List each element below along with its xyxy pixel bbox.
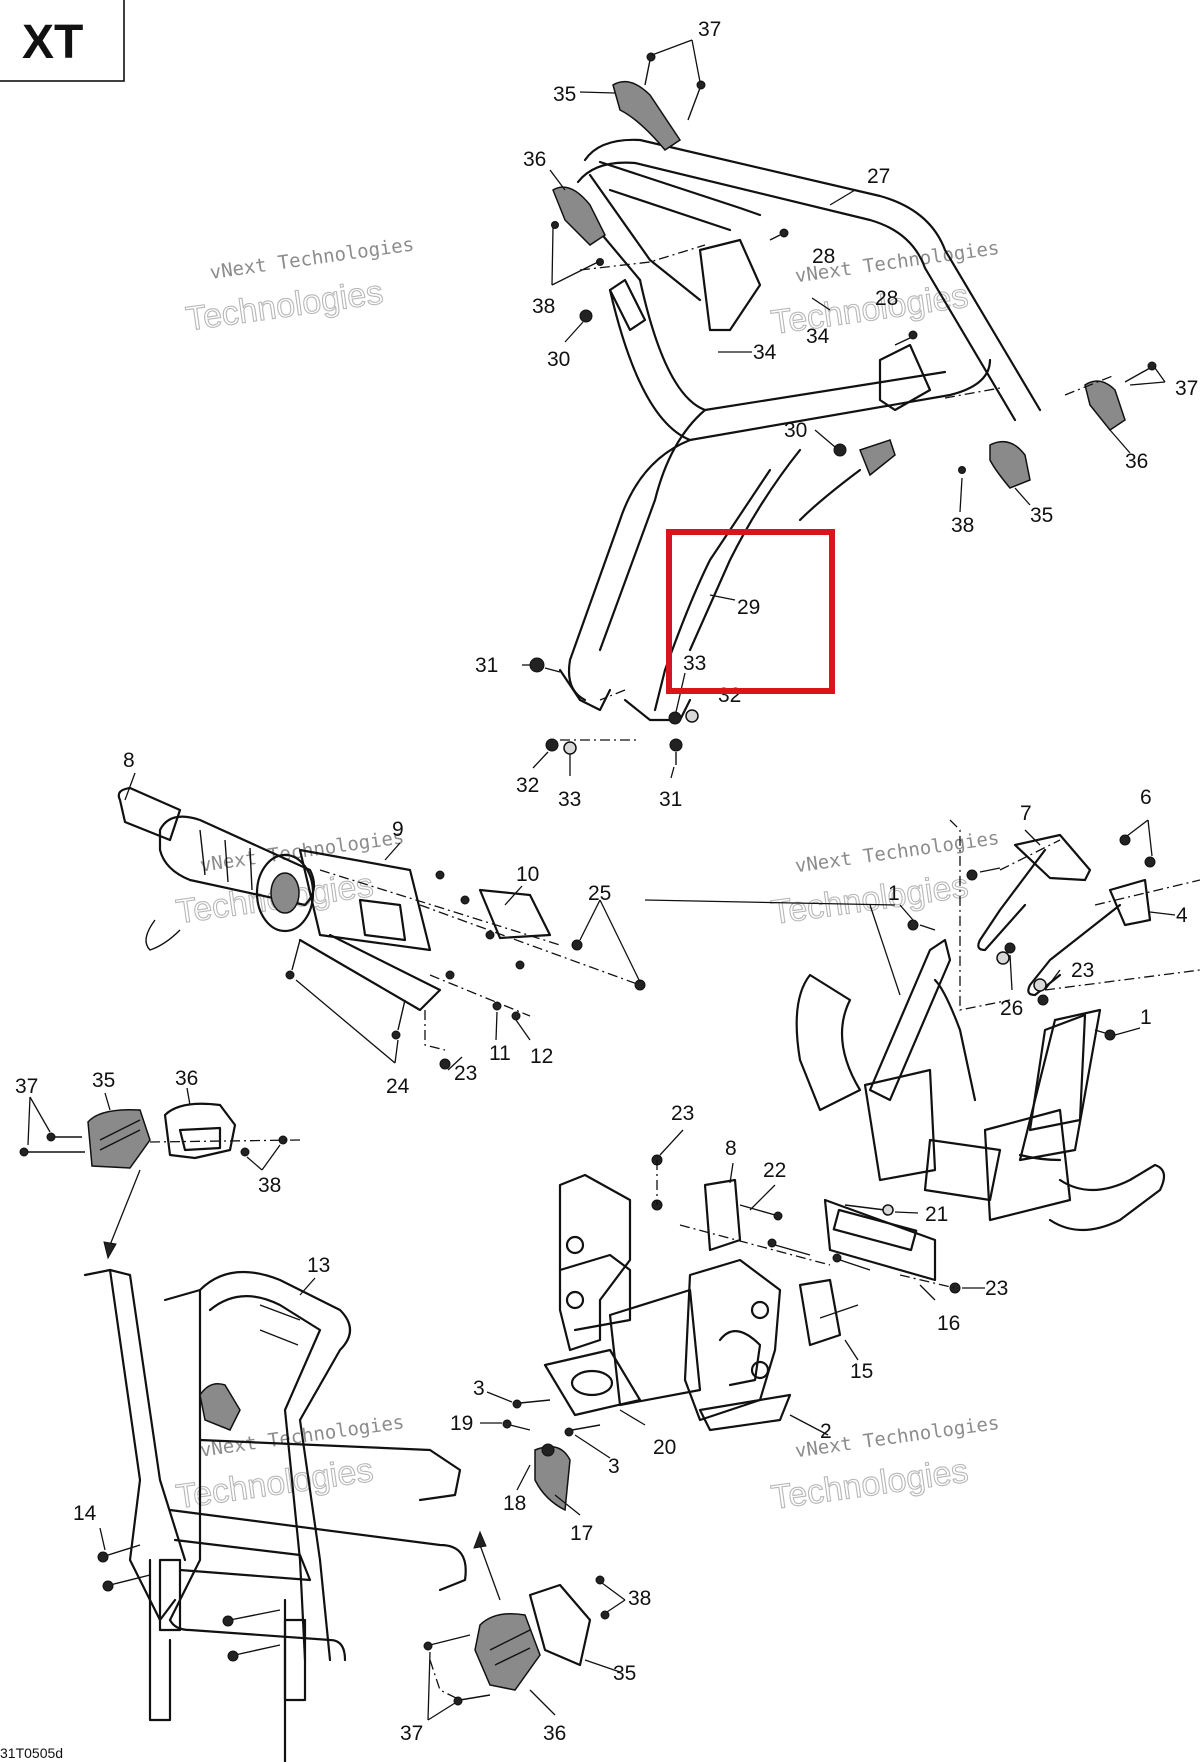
- watermark-group: vNext Technologies Technologies vNext Te…: [173, 233, 1001, 1518]
- callout-27: 27: [867, 165, 890, 188]
- hook-assembly: [534, 1443, 571, 1512]
- callout-2: 2: [820, 1420, 832, 1443]
- callout-38: 38: [258, 1174, 281, 1197]
- fasteners-frame: [907, 834, 1156, 1041]
- leaders-bumper: [27, 1087, 626, 1721]
- callout-37: 37: [15, 1075, 38, 1098]
- callout-8: 15: [850, 1360, 873, 1383]
- callout-34: 34: [753, 341, 777, 364]
- callout-17: 18: [503, 1492, 526, 1515]
- callout-4: 4: [1176, 904, 1188, 927]
- callout-28: 28: [875, 287, 898, 310]
- fasteners-winch: [285, 870, 646, 1070]
- callout-11: 9: [392, 818, 404, 841]
- hitch-brackets: [703, 1178, 937, 1347]
- svg-text:vNext Technologies: vNext Technologies: [208, 233, 415, 283]
- leaders-winch: [124, 772, 901, 1071]
- callout-29: 29: [737, 596, 760, 619]
- callout-3: 3: [473, 1377, 485, 1400]
- watermark: vNext Technologies Technologies: [768, 1412, 1000, 1518]
- callout-38: 38: [951, 514, 974, 537]
- model-tag: XT: [0, 0, 125, 82]
- callout-1: 1: [1140, 1006, 1152, 1029]
- callout-30: 30: [547, 348, 570, 371]
- fasteners-top: [529, 52, 1157, 765]
- drawing-code: 31T0505d: [0, 1745, 63, 1761]
- callout-24: 24: [386, 1075, 410, 1098]
- svg-text:vNext Technologies: vNext Technologies: [794, 827, 1001, 877]
- winch-mount-frame: [795, 938, 1166, 1231]
- model-tag-text: XT: [22, 16, 83, 69]
- callout-21: 21: [925, 1203, 948, 1226]
- leaders-hitch: [480, 1129, 985, 1516]
- leaders-top: [522, 39, 1166, 779]
- assembly-guides-hitch: [656, 1160, 956, 1289]
- winch-assembly: [117, 786, 552, 1012]
- callout-10: 8: [123, 749, 135, 772]
- callout-35: 35: [613, 1662, 636, 1685]
- callout-36: 36: [175, 1067, 198, 1090]
- grip-brackets: [87, 1102, 592, 1691]
- callout-labels: 37 35 36 27 28 28 38 34 34 30 37 30 36 3…: [15, 18, 1198, 1745]
- callout-32: 32: [516, 774, 539, 797]
- callout-37: 37: [698, 18, 721, 41]
- callout-34: 34: [806, 325, 830, 348]
- callout-38: 38: [628, 1587, 651, 1610]
- fasteners-hitch: [502, 1154, 961, 1437]
- callout-32: 32: [718, 684, 741, 707]
- callout-23: 23: [1071, 959, 1094, 982]
- callout-35: 35: [553, 83, 576, 106]
- callout-9: 16: [937, 1312, 960, 1335]
- callout-36: 36: [523, 148, 546, 171]
- callout-35: 35: [1030, 504, 1053, 527]
- front-bumper-assembly: [83, 1268, 467, 1762]
- callout-1: 1: [888, 882, 900, 905]
- callout-30: 30: [784, 419, 807, 442]
- callout-33: 33: [683, 652, 706, 675]
- callout-38: 38: [532, 295, 555, 318]
- callout-7: 7: [1020, 802, 1032, 825]
- callout-26: 26: [1000, 997, 1023, 1020]
- fasteners-bumper: [19, 1132, 610, 1706]
- assembly-guides-top: [560, 244, 1116, 741]
- callout-20: 14: [73, 1502, 97, 1525]
- assembly-guides-winch: [319, 869, 641, 1051]
- callout-28: 28: [812, 245, 835, 268]
- assembly-guides-frame: [949, 819, 1200, 1011]
- callout-31: 31: [659, 788, 682, 811]
- callout-25: 25: [588, 882, 611, 905]
- callout-16: 19: [450, 1412, 473, 1435]
- fairlead-assembly: [543, 1173, 792, 1432]
- highlight-box: [666, 529, 835, 694]
- watermark: vNext Technologies Technologies: [183, 233, 415, 339]
- assembly-guides-bumper: [149, 1139, 461, 1701]
- callout-36: 36: [543, 1722, 566, 1745]
- leaders-frame: [899, 819, 1176, 1036]
- callout-12: 10: [516, 863, 539, 886]
- callout-13: 11: [489, 1042, 511, 1065]
- callout-23: 23: [985, 1277, 1008, 1300]
- callout-37: 37: [400, 1722, 423, 1745]
- callout-22: 22: [763, 1159, 786, 1182]
- callout-15: 17: [570, 1522, 593, 1545]
- callout-35: 35: [92, 1069, 115, 1092]
- callout-33: 33: [558, 788, 581, 811]
- callout-36: 36: [1125, 450, 1148, 473]
- callout-23: 23: [454, 1062, 477, 1085]
- callout-8: 8: [725, 1137, 737, 1160]
- callout-6: 6: [1140, 786, 1152, 809]
- callout-3: 3: [608, 1455, 620, 1478]
- callout-37: 37: [1175, 377, 1198, 400]
- upper-mount-bars: [977, 833, 1152, 997]
- callout-19: 13: [307, 1254, 330, 1277]
- callout-18: 20: [653, 1436, 676, 1459]
- callout-31: 31: [475, 654, 498, 677]
- rear-bumper-assembly: [552, 80, 1126, 722]
- callout-14: 12: [530, 1045, 553, 1068]
- callout-23: 23: [671, 1102, 694, 1125]
